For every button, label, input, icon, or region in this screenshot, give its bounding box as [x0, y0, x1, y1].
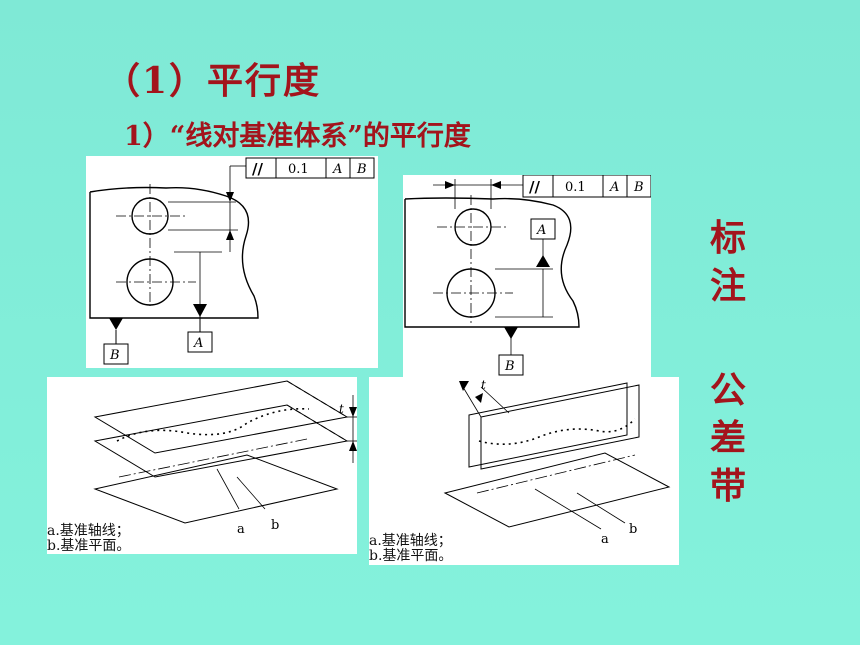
plane-label-b-2: b	[629, 522, 637, 537]
page-title: （1）平行度	[104, 60, 322, 102]
side-char: 注	[709, 265, 746, 307]
datum-label-A: A	[193, 336, 203, 351]
side-char: 带	[709, 465, 746, 507]
drawing-annotation-1: // 0.1 A B A B	[86, 156, 378, 368]
legend: a.基准轴线； b.基准平面。	[47, 524, 130, 554]
datum-label-B: B	[109, 348, 120, 363]
fcf2-symbol: //	[529, 178, 540, 196]
drawing-annotation-2: // 0.1 A B A B	[403, 175, 651, 380]
zone-t-label: t	[339, 402, 344, 416]
zone-t-label-2: t	[481, 378, 486, 392]
fcf1-datum-1: A	[332, 162, 342, 177]
page-subtitle: 1）“线对基准体系”的平行度	[124, 121, 471, 152]
axis-label-a: a	[237, 522, 245, 537]
fcf1-symbol: //	[252, 160, 263, 178]
axis-label-a-2: a	[601, 532, 609, 547]
legend-b: b.基准平面。	[47, 538, 131, 554]
datum-label-B-2: B	[504, 359, 515, 374]
side-char: 差	[709, 417, 746, 459]
side-char: 标	[709, 217, 746, 259]
fcf1-value: 0.1	[288, 162, 309, 177]
side-label-annotation: 标 注	[706, 214, 750, 310]
fcf2-datum-2: B	[633, 180, 644, 195]
legend-2: a.基准轴线； b.基准平面。	[369, 534, 452, 564]
tolerance-zone-diagram-1: t a b a.基准轴线； b.基准平面。	[47, 377, 357, 554]
fcf2-datum-1: A	[609, 180, 619, 195]
fcf1-datum-2: B	[356, 162, 367, 177]
fcf2-value: 0.1	[565, 180, 586, 195]
side-char: 公	[709, 369, 746, 411]
legend-a: a.基准轴线；	[47, 523, 130, 539]
datum-label-A-2: A	[536, 223, 546, 238]
plane-label-b: b	[271, 518, 279, 533]
tolerance-zone-diagram-2: t a b a.基准轴线； b.基准平面。	[369, 377, 679, 565]
side-label-tolerance-zone: 公 差 带	[706, 366, 750, 510]
legend-a-2: a.基准轴线；	[369, 533, 452, 549]
legend-b-2: b.基准平面。	[369, 548, 453, 564]
